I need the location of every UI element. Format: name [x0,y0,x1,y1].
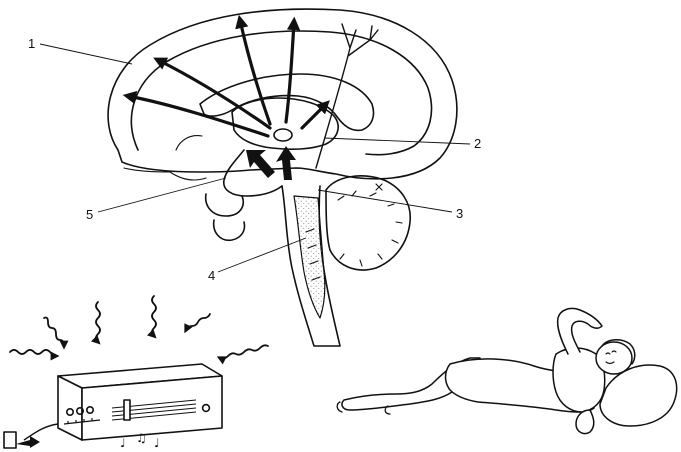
cerebellum-mark [376,184,382,190]
callout-2: 2 [474,136,481,151]
music-note-2: ♫ [136,431,147,445]
raised-arm [558,308,602,354]
radio-device [4,364,222,448]
block-arrow-right [276,146,296,180]
wave-6 [220,345,268,358]
arrow-top-right [286,22,294,122]
wave-5 [186,314,210,330]
ascending-arrows [128,20,378,168]
lower-arm [576,410,594,434]
music-note-3: ♩ [154,436,160,450]
cerebellum-outline [326,176,410,270]
thalamic-nucleus [274,129,292,141]
wave-3 [96,302,100,342]
wave-4 [152,296,156,336]
arrow-top-left [240,20,270,124]
reticular-formation [294,196,325,318]
arrow-parietal [302,104,326,128]
radio-dial-slider [124,400,130,420]
block-arrows [246,146,296,180]
incoming-signal-waves [10,296,268,359]
head [596,342,632,374]
leader-1 [40,44,132,64]
cortex-inner-band [131,31,431,155]
branching-fiber [316,24,378,168]
callout-1: 1 [28,36,35,51]
leader-3 [318,190,452,212]
optic-lobe [214,220,245,240]
block-arrow-left [246,150,275,178]
pituitary-lobe [206,194,244,216]
cortex-sulci [124,136,206,180]
sleeping-person [337,308,676,433]
callout-3: 3 [456,206,463,221]
wave-1 [10,350,56,356]
radio-power-cord [24,424,58,440]
callout-5: 5 [86,207,93,222]
music-note-1: ♩ [120,436,126,450]
callout-4: 4 [208,268,215,283]
wall-socket [4,432,16,448]
wave-2 [44,318,64,347]
leader-5 [98,178,226,212]
leader-4 [218,238,306,272]
leader-2 [324,138,470,144]
